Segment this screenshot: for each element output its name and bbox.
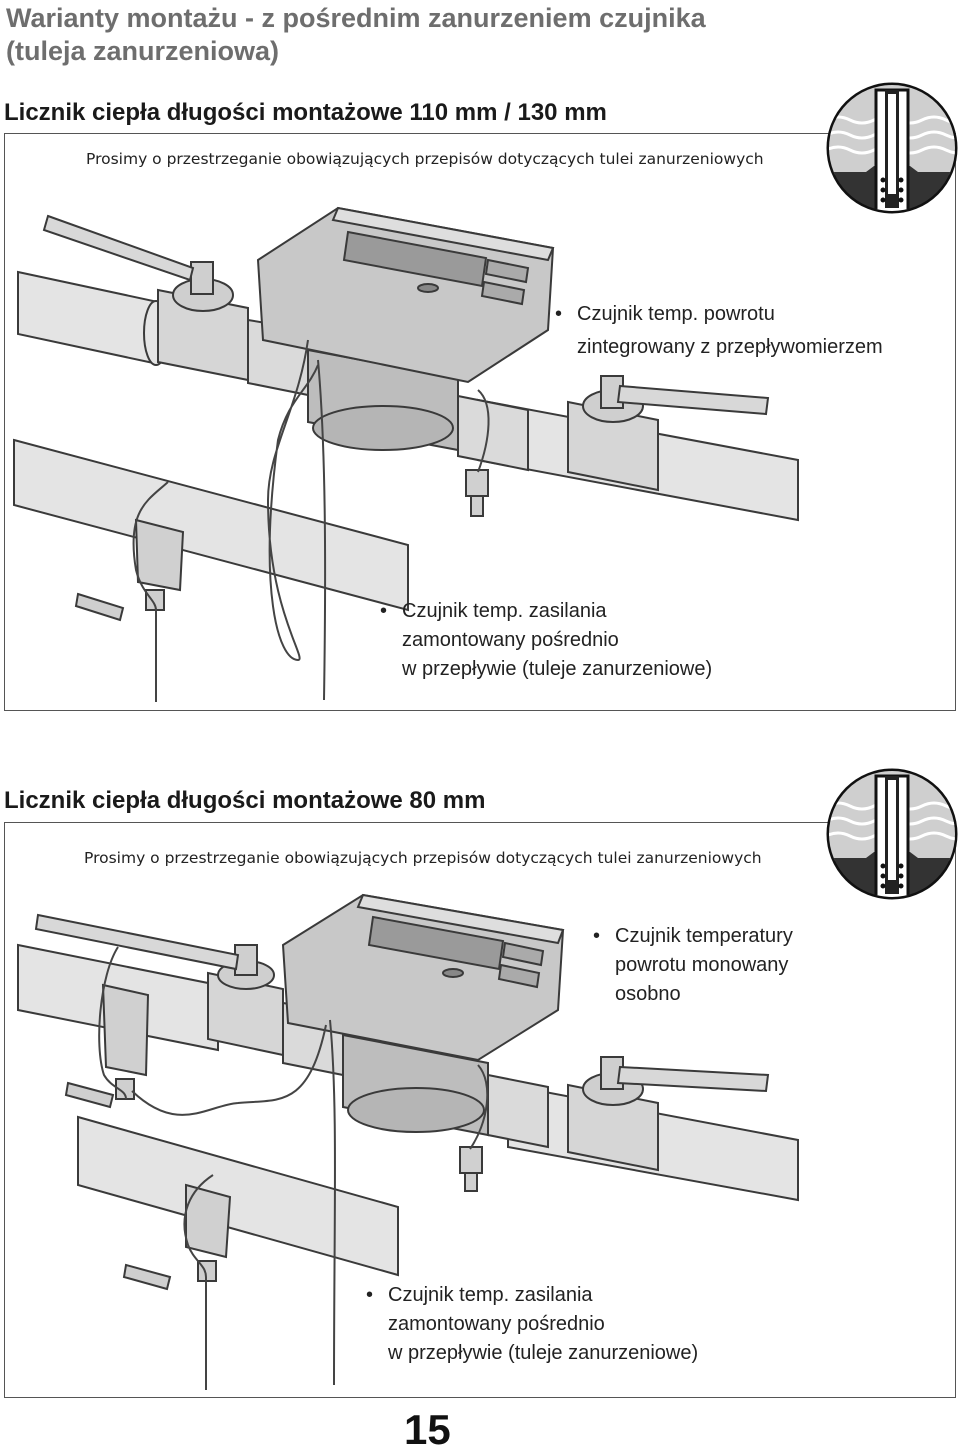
section2-return-line1: Czujnik temperatury	[615, 922, 793, 951]
section1-supply-line1: Czujnik temp. zasilania	[402, 597, 712, 626]
section2-supply-line2: zamontowany pośrednio	[388, 1313, 605, 1335]
section2-supply-line1: Czujnik temp. zasilania	[388, 1281, 698, 1310]
section1-return-line2: zintegrowany z przepływomierzem	[577, 336, 883, 358]
page-number: 15	[404, 1406, 451, 1453]
section1-frame	[4, 133, 956, 711]
heat-meter-illustration-1	[13, 206, 799, 702]
page-title: Warianty montażu - z pośrednim zanurzeni…	[6, 3, 706, 66]
section2-frame	[4, 822, 956, 1398]
section1-supply-line3: w przepływie (tuleje zanurzeniowe)	[402, 658, 713, 680]
section1-supply-sensor-note: Czujnik temp. zasilania zamontowany pośr…	[402, 597, 712, 684]
immersion-sleeve-icon	[826, 82, 958, 214]
immersion-sleeve-icon	[826, 768, 958, 900]
section2-return-line2: powrotu monowany	[615, 954, 789, 976]
section1-heading: Licznik ciepła długości montażowe 110 mm…	[4, 99, 607, 126]
section2-notice: Prosimy o przestrzeganie obowiązujących …	[84, 849, 762, 867]
section1-notice: Prosimy o przestrzeganie obowiązujących …	[86, 150, 764, 168]
section2-supply-line3: w przepływie (tuleje zanurzeniowe)	[388, 1342, 699, 1364]
heat-meter-illustration-2	[17, 893, 799, 1390]
section2-return-line3: osobno	[615, 983, 681, 1005]
section2-heading: Licznik ciepła długości montażowe 80 mm	[4, 787, 486, 814]
section1-return-sensor-note: Czujnik temp. powrotu zintegrowany z prz…	[577, 300, 883, 362]
section1-supply-line2: zamontowany pośrednio	[402, 629, 619, 651]
section1-return-line1: Czujnik temp. powrotu	[577, 300, 883, 329]
section2-supply-sensor-note: Czujnik temp. zasilania zamontowany pośr…	[388, 1281, 698, 1368]
section2-return-sensor-note: Czujnik temperatury powrotu monowany oso…	[615, 922, 793, 1009]
